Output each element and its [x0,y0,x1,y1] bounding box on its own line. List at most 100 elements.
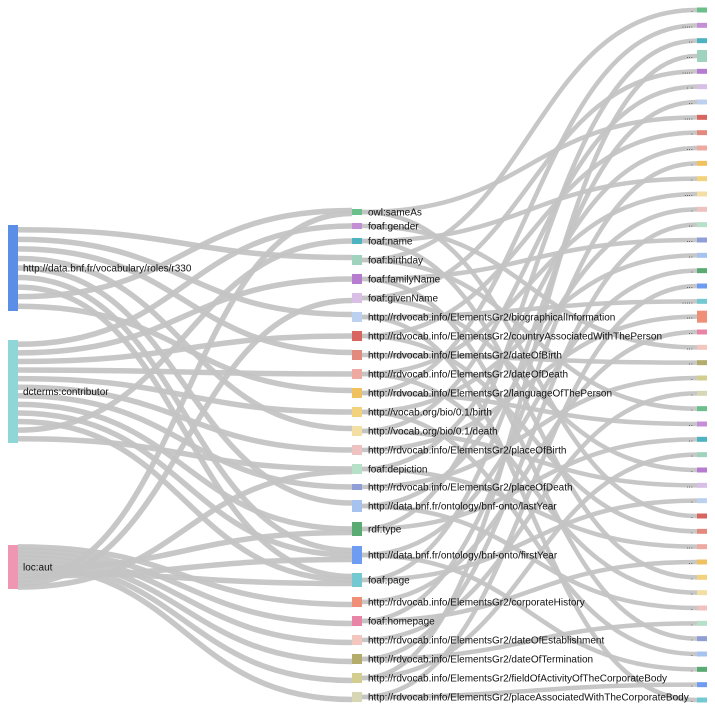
links-layer [17,7,698,703]
value-node-38[interactable] [697,590,707,596]
property-label-11: http://vocab.org/bio/0.1/birth [368,408,492,419]
value-node-0[interactable] [697,7,707,13]
value-node-18[interactable] [697,283,707,289]
value-node-40[interactable] [697,620,707,626]
value-node-2[interactable] [697,38,707,44]
value-node-21[interactable] [697,329,707,335]
property-node-6[interactable] [352,312,362,322]
value-node-20[interactable] [697,310,707,323]
link-prop-5-to-value-4 [361,69,698,301]
link-s_dcterms-to-prop-2 [17,238,353,433]
source-node-s_roles[interactable] [8,225,18,311]
property-node-22[interactable] [352,635,362,645]
value-node-19[interactable] [697,298,707,304]
value-label-1: ..... [682,20,693,29]
link-s_loc-to-prop-18 [17,556,353,579]
property-node-0[interactable] [352,209,362,215]
value-node-1[interactable] [697,22,707,28]
property-node-11[interactable] [352,407,362,417]
link-s_roles-to-prop-8 [17,246,353,356]
property-node-9[interactable] [352,369,362,379]
property-node-7[interactable] [352,331,362,341]
value-node-3[interactable] [697,50,707,62]
value-node-6[interactable] [697,99,707,105]
value-label-14: .. [689,220,693,229]
property-node-24[interactable] [352,673,362,683]
value-node-28[interactable] [697,436,707,442]
source-node-s_loc[interactable] [8,545,18,589]
value-node-42[interactable] [697,651,707,657]
value-node-15[interactable] [697,237,707,243]
link-prop-5-to-value-30 [361,295,698,473]
link-prop-2-to-value-37 [361,238,698,580]
value-label-5: . . [686,82,693,91]
value-node-31[interactable] [697,482,707,488]
value-node-32[interactable] [697,498,707,504]
value-node-35[interactable] [697,544,707,550]
value-node-14[interactable] [697,222,707,228]
value-node-37[interactable] [697,574,707,580]
labels-layer: ................. ......................… [23,5,693,704]
link-prop-21-to-value-10 [361,161,698,624]
value-node-5[interactable] [697,84,707,90]
property-label-9: http://rdvocab.info/ElementsGr2/dateOfDe… [368,370,568,381]
value-node-23[interactable] [697,360,707,366]
value-node-22[interactable] [697,344,707,350]
source-node-s_dcterms[interactable] [8,340,18,443]
property-node-14[interactable] [352,464,362,474]
value-node-30[interactable] [697,467,707,473]
value-node-41[interactable] [697,636,707,642]
property-node-13[interactable] [352,445,362,455]
value-node-45[interactable] [697,697,707,703]
value-node-33[interactable] [697,513,707,519]
value-node-36[interactable] [697,559,707,565]
property-node-1[interactable] [352,223,362,229]
link-s_roles-to-prop-0 [17,207,353,300]
property-node-8[interactable] [352,350,362,360]
value-label-21: .. [689,327,693,336]
property-node-12[interactable] [352,426,362,436]
value-node-10[interactable] [697,160,707,166]
value-node-24[interactable] [697,375,707,381]
link-prop-20-to-value-21 [361,329,698,605]
value-node-4[interactable] [697,68,707,74]
value-node-13[interactable] [697,206,707,212]
property-node-4[interactable] [352,274,362,284]
value-node-39[interactable] [697,605,707,611]
property-node-25[interactable] [352,692,362,702]
value-node-34[interactable] [697,528,707,534]
property-node-21[interactable] [352,616,362,626]
value-node-8[interactable] [697,130,707,136]
property-node-3[interactable] [352,255,362,265]
value-node-9[interactable] [697,145,707,151]
property-node-23[interactable] [352,654,362,664]
property-node-20[interactable] [352,597,362,607]
property-node-10[interactable] [352,388,362,398]
value-node-29[interactable] [697,452,707,458]
value-node-7[interactable] [697,114,707,120]
link-s_dcterms-to-prop-19 [17,418,353,583]
value-node-17[interactable] [697,268,707,274]
property-node-5[interactable] [352,293,362,303]
property-node-17[interactable] [352,522,362,536]
link-prop-6-to-value-45 [361,314,698,703]
property-node-18[interactable] [352,546,362,564]
value-node-16[interactable] [697,252,707,258]
value-node-27[interactable] [697,421,707,427]
value-label-15: ... [686,235,693,244]
property-label-8: http://rdvocab.info/ElementsGr2/dateOfBi… [368,351,562,362]
property-node-15[interactable] [352,484,362,490]
value-node-44[interactable] [697,682,707,688]
property-node-19[interactable] [352,573,362,587]
property-label-14: foaf:depiction [368,465,428,476]
value-node-11[interactable] [697,176,707,182]
value-node-12[interactable] [697,191,707,197]
property-node-16[interactable] [352,500,362,512]
link-s_dcterms-to-prop-9 [17,367,353,377]
value-node-43[interactable] [697,666,707,672]
value-label-0: . [691,5,693,14]
value-node-25[interactable] [697,390,707,396]
value-node-26[interactable] [697,406,707,412]
property-node-2[interactable] [352,238,362,244]
